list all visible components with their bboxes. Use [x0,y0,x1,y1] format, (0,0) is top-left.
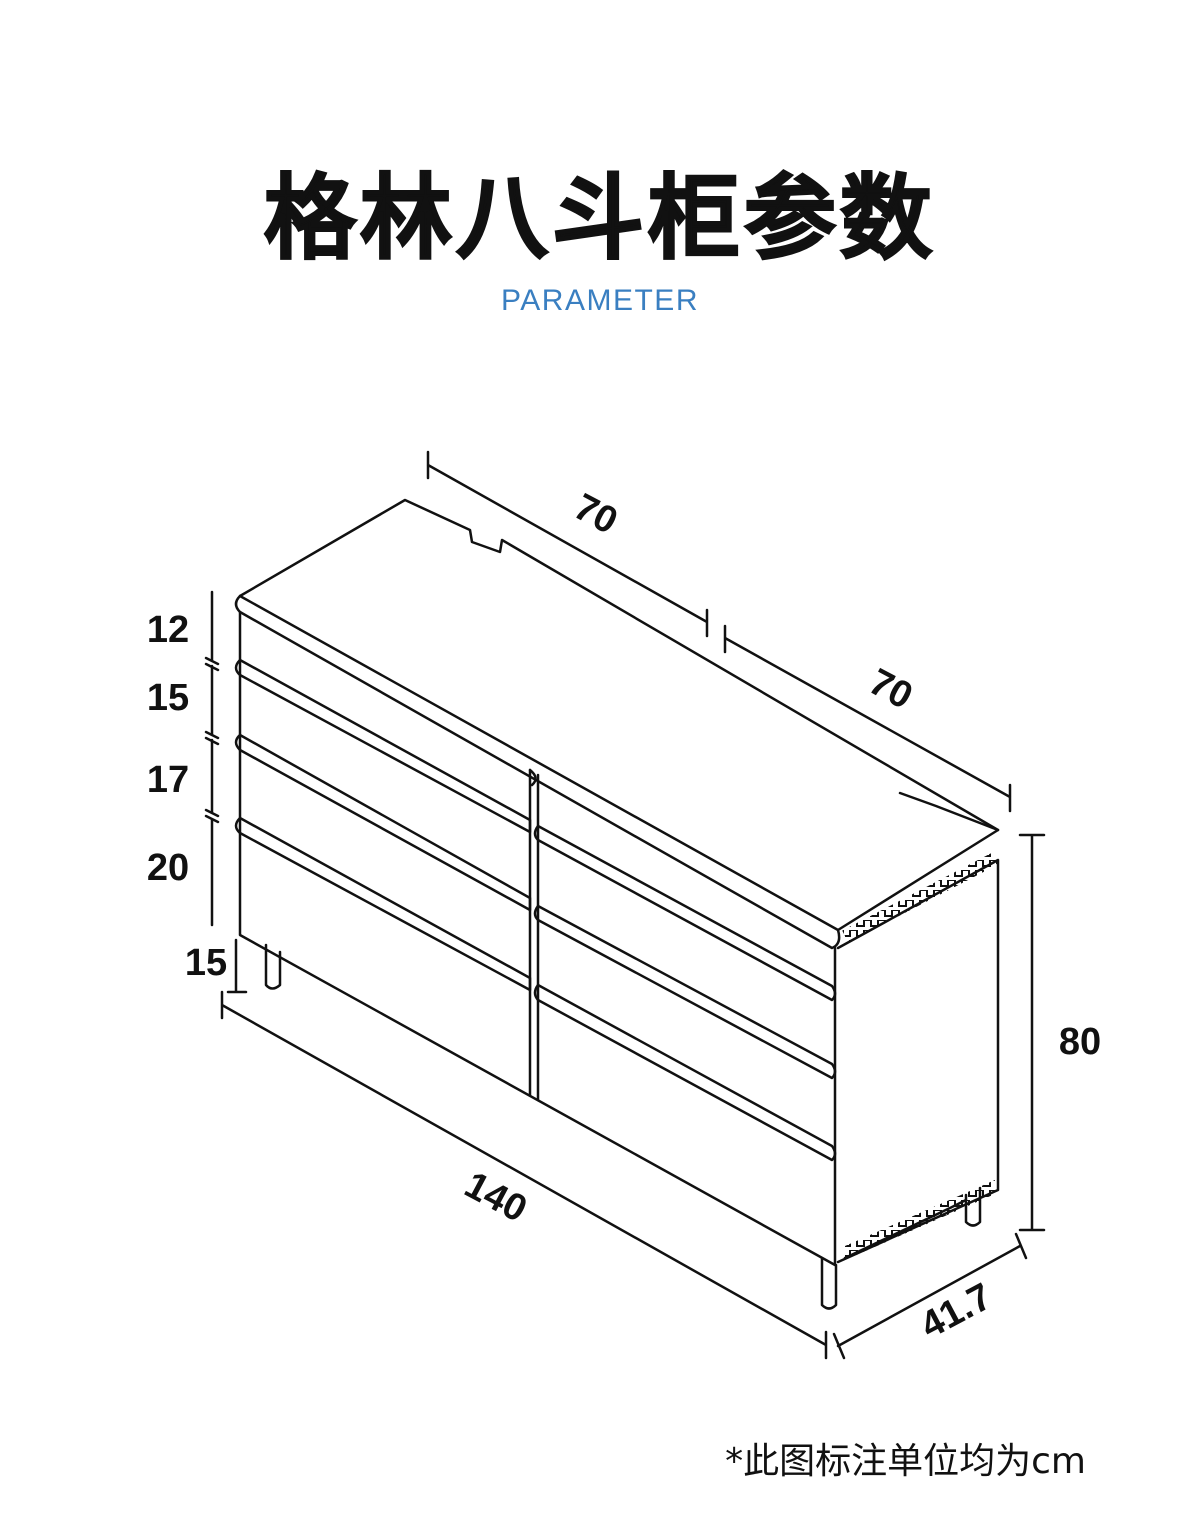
dim-label-top-left: 70 [567,486,624,543]
cabinet-leg [264,943,282,990]
dim-label-top-right: 70 [862,661,919,718]
dim-label-drawer-2: 15 [147,677,189,719]
dim-label-height: 80 [1059,1021,1101,1063]
dim-label-depth: 41.7 [914,1275,999,1347]
cabinet-leg [964,1186,982,1227]
drawer-rail [533,983,837,1162]
unit-footnote: *此图标注单位均为cm [725,1441,1086,1482]
dim-label-leg-height: 15 [185,942,227,984]
drawer-rail [234,733,532,912]
page-title: 格林八斗柜参数 [263,165,936,272]
dim-line-height [1018,833,1046,1232]
dim-label-drawer-3: 17 [147,759,189,801]
dim-line-total-width [220,990,828,1360]
drawer-rail [533,904,837,1080]
drawer-rail [533,824,837,1002]
dim-line-leg-height [226,938,248,994]
dim-line-depth [832,1232,1028,1360]
drawer-rail [234,816,532,992]
dovetail-joint-pattern [842,852,998,1260]
cabinet-top-panel [238,498,1000,932]
cabinet-leg [820,1256,838,1310]
drawer-rail [234,658,532,834]
dim-label-drawer-4: 20 [147,847,189,889]
dim-line-top-left [426,450,709,638]
page-subtitle: PARAMETER [501,284,699,317]
dim-line-top-right [723,624,1012,813]
dim-label-drawer-1: 12 [147,609,189,651]
